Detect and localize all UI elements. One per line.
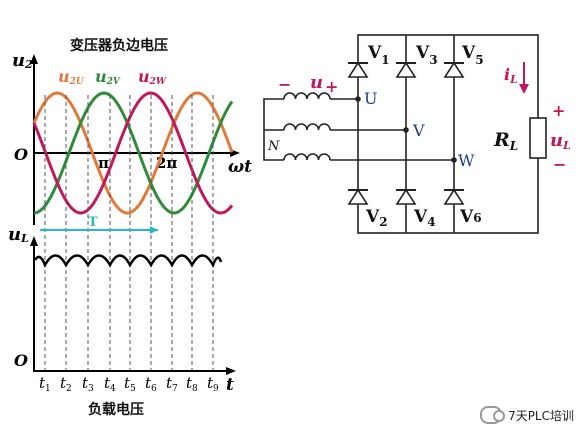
load-label: RL <box>493 129 518 153</box>
node-v-label: V <box>412 121 425 140</box>
wechat-icon <box>480 406 506 424</box>
diode-v1-label: V1 <box>367 43 390 67</box>
current-label: iL <box>504 65 518 86</box>
ul-axis-arrow <box>30 236 38 246</box>
coil-u <box>283 92 331 100</box>
diode <box>347 61 369 78</box>
node-w-label: W <box>458 151 475 170</box>
omega-t-label: ωt <box>228 157 252 177</box>
origin-label: O <box>14 145 28 164</box>
phase-label-u2u: u2U <box>58 67 85 87</box>
time-tick-label: t5 <box>124 374 136 394</box>
diodes <box>347 61 465 205</box>
phase-u-curve <box>32 91 234 215</box>
output-minus: − <box>553 155 566 174</box>
t-axis-arrow <box>226 367 236 375</box>
t-axis-label: t <box>226 375 234 395</box>
waveform-title: 变压器负边电压 <box>70 37 168 54</box>
diode <box>443 188 465 205</box>
time-tick-label: t4 <box>104 374 116 394</box>
load-voltage-waveform <box>33 254 223 268</box>
pi-label: π <box>98 154 109 172</box>
coil-v <box>283 123 331 131</box>
watermark: 7天PLC培训 <box>480 406 574 424</box>
node-u-label: U <box>364 89 377 108</box>
u2-axis-arrow <box>30 54 38 64</box>
period-arrow <box>150 226 158 234</box>
time-markers <box>44 95 214 370</box>
diode <box>395 188 417 205</box>
output-plus: + <box>552 101 565 120</box>
phase-label-u2w: u2W <box>138 67 167 87</box>
diode-v5-label: V5 <box>461 43 484 67</box>
diode-v4-label: V4 <box>413 207 436 229</box>
waveform-panel: 变压器负边电压 u2 u2U u2V u2W O π 2π ωt T uL O <box>8 37 252 418</box>
period-label: T <box>88 215 98 230</box>
time-tick-label: t7 <box>166 374 178 394</box>
rectifier-circuit: − u + N U V W V1 V3 V5 V2 V4 V6 <box>263 34 571 234</box>
phase-v-curve <box>33 91 234 215</box>
time-tick-label: t2 <box>60 374 72 394</box>
load-resistor <box>529 117 547 159</box>
time-tick-labels: t1 t2 t3 t4 t5 t6 t7 t8 t9 <box>39 374 219 394</box>
diode <box>395 61 417 78</box>
phase-label-u2v: u2V <box>95 67 121 87</box>
source-u-label: u <box>310 72 323 93</box>
time-tick-label: t9 <box>207 374 219 394</box>
diode-v3-label: V3 <box>415 43 438 67</box>
output-voltage-label: uL <box>550 130 571 152</box>
neutral-label: N <box>267 139 280 154</box>
load-voltage-caption: 负载电压 <box>88 401 144 418</box>
ul-axis-label: uL <box>8 224 29 245</box>
source-minus: − <box>278 75 291 94</box>
source-plus: + <box>325 77 338 96</box>
time-tick-label: t6 <box>145 374 157 394</box>
diode-v2-label: V2 <box>365 207 388 229</box>
origin2-label: O <box>14 351 28 370</box>
diode <box>347 188 369 205</box>
watermark-text: 7天PLC培训 <box>508 408 574 423</box>
diode <box>443 61 465 78</box>
coil-w <box>283 153 331 161</box>
diode-v6-label: V6 <box>459 207 482 227</box>
u2-axis-label: u2 <box>12 50 33 71</box>
time-tick-label: t1 <box>39 374 51 394</box>
time-tick-label: t3 <box>82 374 94 394</box>
phase-w-curve <box>32 91 234 215</box>
time-tick-label: t8 <box>186 374 198 394</box>
current-arrowhead <box>519 84 529 94</box>
